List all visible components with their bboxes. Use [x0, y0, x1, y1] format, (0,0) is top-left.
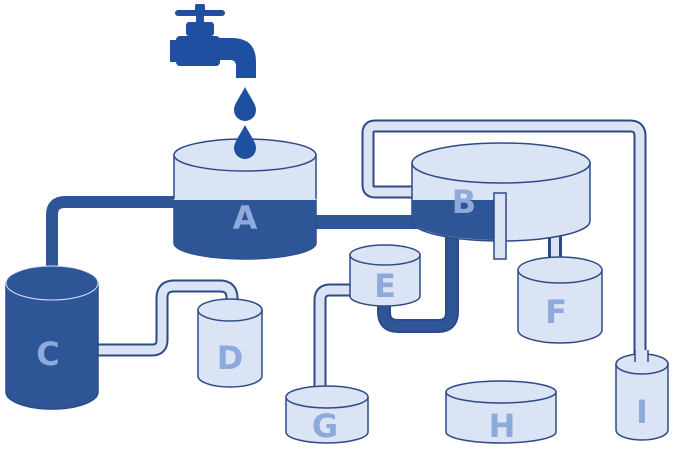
tank-b-label: B	[452, 183, 476, 221]
tank-d-label: D	[217, 339, 244, 377]
tank-d: D	[197, 298, 263, 388]
tank-c: C	[5, 265, 99, 410]
tank-f: F	[517, 256, 603, 344]
pipe-c-to-d	[98, 279, 239, 357]
tank-c-label: C	[36, 335, 59, 373]
tank-i-label: I	[636, 393, 648, 431]
tank-g-label: G	[312, 407, 338, 445]
tank-f-label: F	[545, 293, 567, 331]
tank-g: G	[285, 385, 369, 445]
pipe-b-to-e	[377, 232, 459, 333]
tank-h-label: H	[489, 407, 516, 445]
tank-e-label: E	[374, 267, 396, 305]
tank-a-label: A	[233, 199, 258, 237]
water-drop-icon	[234, 87, 256, 121]
tank-b: B	[411, 142, 591, 260]
pipe-a-to-b	[312, 215, 418, 229]
tank-b-divider	[493, 192, 507, 260]
pipe-e-to-g	[313, 283, 352, 395]
tank-e: E	[349, 244, 421, 307]
pipe-a-to-c	[46, 196, 176, 272]
tank-i: I	[615, 350, 669, 441]
tank-h: H	[445, 380, 557, 445]
faucet-icon	[170, 4, 256, 78]
water-drop-icon	[234, 125, 256, 159]
pipe-b-to-i	[361, 119, 647, 362]
